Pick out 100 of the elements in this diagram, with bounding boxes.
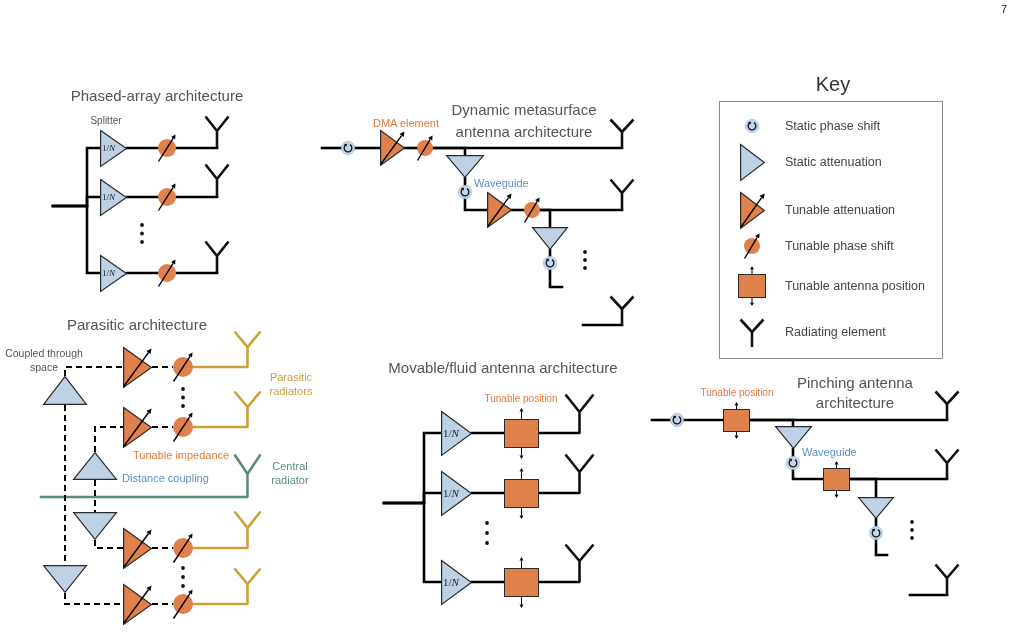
connector-line <box>174 146 219 150</box>
movable-element-box <box>504 407 539 459</box>
legend-label: Tunable attenuation <box>785 202 896 218</box>
annotation-label: Distance coupling <box>122 471 209 485</box>
attenuator-triangle <box>774 426 812 449</box>
annotation-label: Waveguide <box>802 446 857 459</box>
static-phase-shifter-circle <box>869 526 883 540</box>
antenna-symbol <box>934 390 960 420</box>
attenuator-triangle <box>73 512 117 540</box>
dashed-connector-line <box>94 539 124 549</box>
antenna-symbol <box>934 448 960 479</box>
antenna-symbol <box>609 295 635 325</box>
phase-shifter-circle <box>158 183 176 211</box>
attenuator-triangle <box>43 565 87 593</box>
dashed-connector-line <box>64 366 124 377</box>
antenna-symbol <box>232 330 262 367</box>
annotation-label: Tunable impedance <box>133 448 230 462</box>
legend-label: Tunable phase shift <box>785 238 894 254</box>
static-phase-shifter-circle <box>458 185 472 199</box>
antenna-symbol <box>232 390 262 427</box>
connector-line <box>39 495 249 499</box>
connector-line <box>191 546 249 550</box>
legend-label: Static attenuation <box>785 154 882 170</box>
phase-shifter-circle <box>524 197 540 223</box>
antenna-symbol <box>204 240 230 273</box>
annotation-label: Tunable position <box>699 386 775 399</box>
connector-line <box>538 208 552 229</box>
annotation-label: Parasitic radiators <box>268 370 314 398</box>
splitter-triangle <box>441 559 472 605</box>
antenna-symbol <box>563 393 595 433</box>
tunable-attenuator-triangle <box>123 346 152 388</box>
fraction-label: 1/N <box>443 427 459 439</box>
tunable-attenuator-triangle <box>123 406 152 448</box>
connector-line <box>174 271 219 275</box>
phase-shifter-circle <box>173 352 193 382</box>
connector-line <box>125 146 160 150</box>
antenna-symbol <box>609 118 635 148</box>
attenuator-triangle <box>858 497 894 519</box>
legend-title: Key <box>814 72 852 96</box>
static-phase-shifter-circle <box>341 141 355 155</box>
fraction-label: 1/N <box>102 143 116 153</box>
connector-line <box>537 431 581 435</box>
connector-line <box>908 593 949 597</box>
movable-element-box <box>504 467 539 519</box>
phase-shifter-circle <box>173 589 193 619</box>
antenna-symbol <box>204 115 230 148</box>
connector-line <box>537 491 581 495</box>
legend-label: Static phase shift <box>785 118 881 134</box>
antenna-symbol <box>204 163 230 197</box>
connector-line <box>548 268 564 289</box>
fraction-label: 1/N <box>443 576 459 588</box>
annotation-label: Tunable position <box>483 392 559 405</box>
connector-line <box>125 195 160 199</box>
connector-line <box>431 146 467 157</box>
splitter-triangle <box>441 410 472 456</box>
connector-line <box>470 580 506 584</box>
legend-label: Tunable antenna position <box>785 278 925 294</box>
panel-title: Movable/fluid antenna architecture <box>387 359 619 377</box>
static-phase-shifter-circle <box>786 456 800 470</box>
annotation-label: Coupled through space <box>4 346 84 374</box>
movable-element-box <box>723 401 750 439</box>
antenna-symbol <box>232 453 262 497</box>
connector-line <box>581 323 624 327</box>
antenna-symbol <box>563 453 595 493</box>
static-phase-shifter-circle <box>543 256 557 270</box>
antenna-symbol <box>232 567 262 604</box>
connector-line <box>470 491 506 495</box>
phase-shifter-circle <box>417 135 433 161</box>
page-number: 7 <box>999 3 1009 16</box>
antenna-symbol <box>934 563 960 595</box>
connector-line <box>191 365 249 369</box>
connector-line <box>874 538 889 557</box>
antenna-symbol <box>609 178 635 210</box>
annotation-label: Splitter <box>89 114 123 127</box>
dashed-connector-line <box>94 479 96 513</box>
annotation-label: Central radiator <box>270 459 310 487</box>
phase-shifter-circle <box>158 259 176 287</box>
panel-title: Dynamic metasurface antenna architecture <box>450 100 598 142</box>
panel-title: Pinching antenna architecture <box>796 373 914 413</box>
connector-line <box>174 195 219 199</box>
movable-element-box <box>823 460 850 498</box>
attenuator-triangle <box>446 155 484 178</box>
movable-element-box <box>504 556 539 608</box>
panel-title: Phased-array architecture <box>69 87 245 105</box>
connector-line <box>470 431 506 435</box>
tunable-attenuator-triangle <box>123 527 152 569</box>
phase-shifter-circle <box>173 533 193 563</box>
dashed-connector-line <box>94 426 124 453</box>
connector-line <box>748 418 795 428</box>
tunable-attenuator-triangle <box>380 130 405 166</box>
phase-shifter-circle <box>158 134 176 162</box>
legend-label: Radiating element <box>785 324 886 340</box>
antenna-symbol <box>232 510 262 548</box>
annotation-label: DMA element <box>372 116 440 130</box>
connector-line <box>682 418 725 422</box>
connector-line <box>791 468 825 481</box>
connector-line <box>125 271 160 275</box>
annotation-label: Waveguide <box>474 177 529 190</box>
antenna-symbol <box>563 543 595 582</box>
static-phase-shifter-circle <box>670 413 684 427</box>
